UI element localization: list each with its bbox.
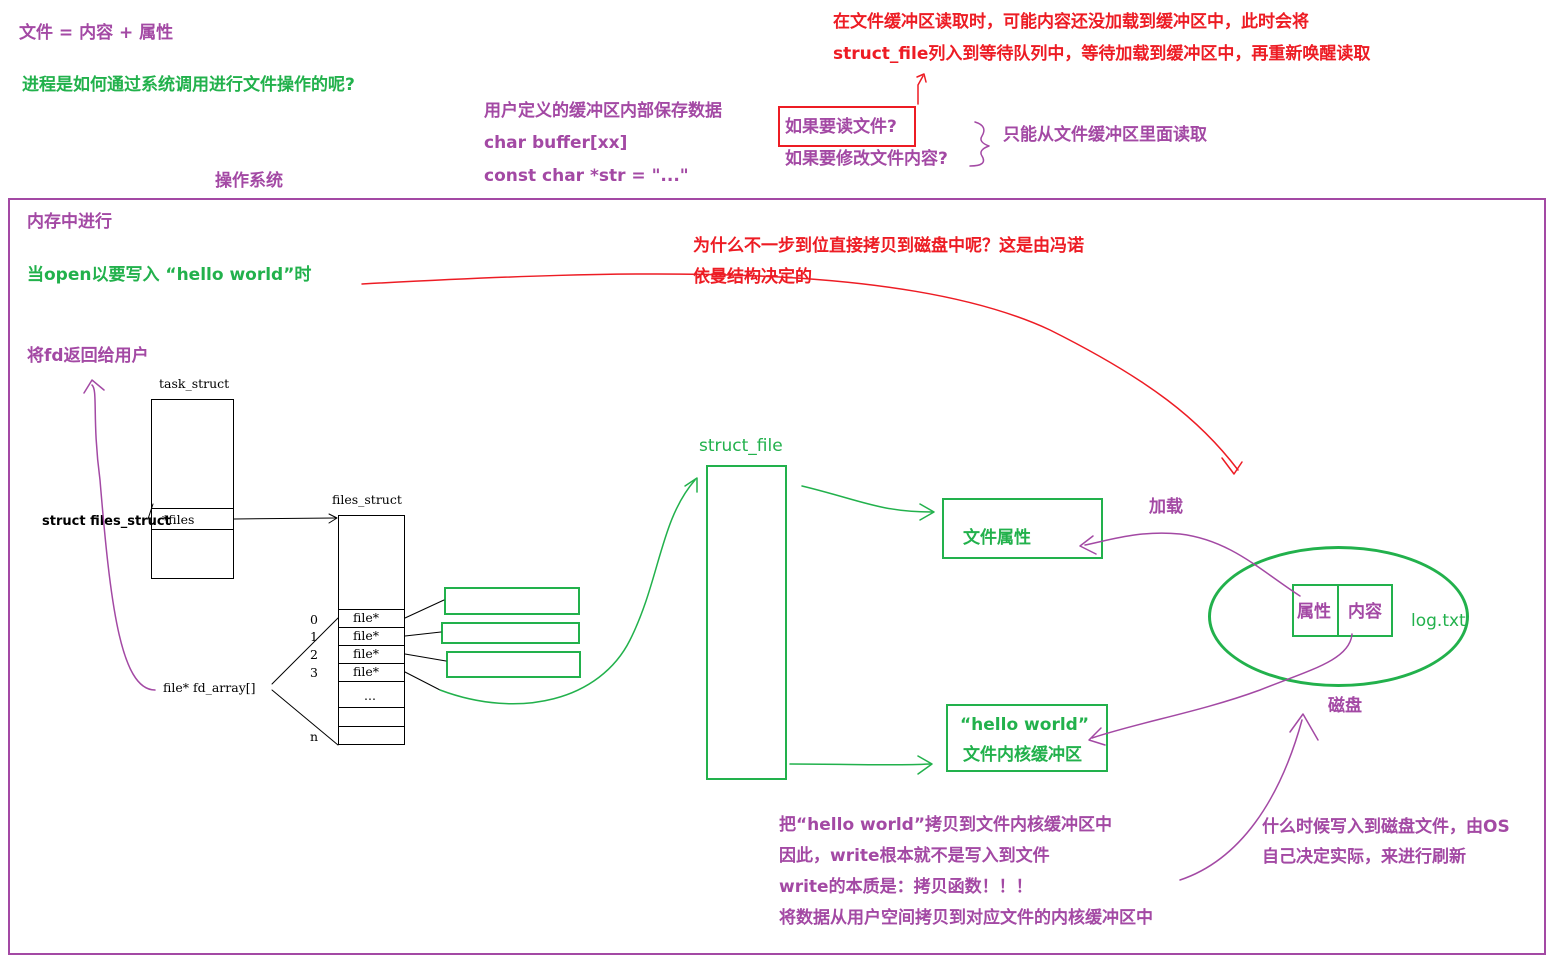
file-attribute-label: 文件属性 [963, 528, 1031, 548]
purple-load-attr [1084, 532, 1301, 597]
os-label: 操作系统 [215, 171, 283, 191]
kernel-buffer-box [946, 704, 1108, 772]
fd-row-3 [338, 663, 405, 681]
fd-index-1: 1 [310, 629, 318, 644]
red-pointer-read-note-head [916, 73, 927, 83]
user-buffer-line-3: const char *str = "..." [484, 166, 689, 186]
link-fd0 [404, 599, 445, 619]
fd-row-1 [338, 627, 405, 645]
link-fd2 [404, 653, 447, 662]
why-note-line-2: 依曼结构决定的 [693, 267, 812, 287]
fd-cell-3: file* [353, 664, 379, 679]
os-frame [8, 198, 1546, 955]
question-text: 进程是如何通过系统调用进行文件操作的呢? [22, 75, 355, 95]
fd-cell-1: file* [353, 628, 379, 643]
task-struct-title: task_struct [159, 376, 230, 391]
task-struct-box [151, 399, 234, 579]
files-struct-title: files_struct [332, 492, 402, 507]
purple-return-fd [91, 384, 156, 691]
green-fd3-to-struct-file [439, 479, 696, 705]
fd-array-label: file* fd_array[] [163, 680, 256, 695]
green-struct-to-attr-head [919, 503, 935, 521]
return-fd-note: 将fd返回给用户 [27, 346, 149, 366]
fd-index-0: 0 [310, 612, 318, 627]
formula-text: 文件 = 内容 + 属性 [19, 23, 174, 43]
link-fd1 [404, 631, 442, 637]
kernel-buffer-content: “hello world” [960, 715, 1089, 735]
disk-file-divider [1337, 584, 1339, 637]
red-curve-to-disk [361, 273, 1239, 471]
fd-cell-2: file* [353, 646, 379, 661]
read-question: 如果要读文件? [785, 117, 897, 137]
file-attribute-box [942, 498, 1103, 559]
struct-file-box [706, 465, 787, 780]
struct-file-title: struct_file [699, 436, 783, 456]
fd-row-2 [338, 645, 405, 663]
flush-note-1: 什么时候写入到磁盘文件，由OS [1262, 817, 1510, 837]
brace [969, 121, 990, 167]
red-pointer-read-note [917, 75, 924, 105]
user-buffer-line-2: char buffer[xx] [484, 133, 628, 153]
struct-files-struct-label: struct files_struct [42, 514, 171, 529]
fd-array-fan-top [271, 617, 339, 685]
only-read-note: 只能从文件缓冲区里面读取 [1003, 125, 1207, 145]
purple-flush-arrow [1179, 719, 1303, 881]
modify-question: 如果要修改文件内容? [785, 149, 948, 169]
purple-flush-arrow-head [1289, 713, 1319, 741]
purple-load-content-head [1088, 727, 1106, 746]
disk-ellipse [1208, 546, 1469, 687]
fd-array-fan-bottom [271, 689, 339, 746]
red-curve-to-disk-head [1221, 457, 1243, 475]
flush-note-2: 自己决定实际，来进行刷新 [1262, 847, 1466, 867]
open-note: 当open以要写入 “hello world”时 [27, 265, 312, 285]
disk-label: 磁盘 [1328, 696, 1362, 716]
disk-content-label: 内容 [1348, 602, 1382, 622]
fd-index-n: n [310, 729, 319, 744]
fd-index-3: 3 [310, 665, 318, 680]
fd-row-0 [338, 609, 405, 627]
arrow-files-to-files-struct [233, 517, 337, 520]
purple-return-fd-head [83, 379, 105, 394]
fd-cell-dots: ... [364, 688, 376, 703]
files-struct-box [338, 515, 405, 745]
green-fd3-head [684, 477, 698, 493]
user-buffer-line-1: 用户定义的缓冲区内部保存数据 [484, 101, 722, 121]
write-note-2: 因此，write根本就不是写入到文件 [779, 846, 1050, 866]
disk-filename: log.txt [1411, 611, 1466, 631]
fd-index-2: 2 [310, 647, 318, 662]
purple-load-attr-head [1079, 535, 1097, 555]
green-struct-to-attr [801, 485, 933, 513]
fd-cell-0: file* [353, 610, 379, 625]
file-object-2 [446, 651, 581, 678]
read-note-line-1: 在文件缓冲区读取时，可能内容还没加载到缓冲区中，此时会将 [833, 12, 1309, 32]
fd-row-dots [338, 681, 405, 707]
disk-file-box [1292, 584, 1393, 637]
link-fd3 [404, 671, 441, 691]
fd-row-blank [338, 707, 405, 726]
read-note-line-2: struct_file列入到等待队列中，等待加载到缓冲区中，再重新唤醒读取 [833, 44, 1371, 64]
write-note-4: 将数据从用户空间拷贝到对应文件的内核缓冲区中 [779, 908, 1153, 928]
purple-load-content [1091, 633, 1353, 739]
write-note-3: write的本质是：拷贝函数！！！ [779, 877, 1033, 897]
struct-files-pointer [147, 503, 154, 520]
kernel-buffer-label: 文件内核缓冲区 [963, 745, 1082, 765]
file-object-0 [444, 587, 580, 615]
green-struct-to-buffer [789, 763, 931, 766]
arrow-files-head [328, 513, 338, 524]
write-note-1: 把“hello world”拷贝到文件内核缓冲区中 [779, 815, 1112, 835]
file-object-1 [441, 622, 580, 644]
read-question-box [778, 106, 916, 147]
load-label: 加载 [1149, 497, 1183, 517]
files-pointer-label: *files [162, 512, 195, 527]
why-note-line-1: 为什么不一步到位直接拷贝到磁盘中呢？这是由冯诺 [693, 236, 1084, 256]
fd-row-n [338, 726, 405, 745]
green-struct-to-buffer-head [917, 755, 933, 775]
disk-attr-label: 属性 [1297, 602, 1331, 622]
in-memory-label: 内存中进行 [27, 212, 112, 232]
